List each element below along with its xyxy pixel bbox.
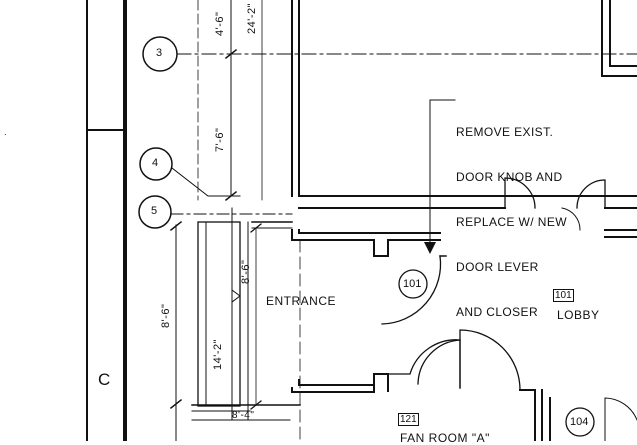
note-line: DOOR KNOB AND	[456, 170, 563, 184]
door-tag-101: 101	[403, 278, 422, 290]
entrance-vestibule	[197, 221, 241, 407]
door-101-bubble	[398, 269, 428, 299]
lobby-lower-wall	[291, 373, 389, 393]
grid-label-4: 4	[152, 157, 159, 169]
door-swing-north-mid	[561, 207, 581, 231]
dim-tick-2	[224, 190, 238, 202]
note-line: REMOVE EXIST.	[456, 125, 554, 139]
dimension-8-6: 8'-6"	[240, 259, 252, 284]
room-label-lobby: LOBBY	[557, 308, 600, 322]
dimension-8-4: 8'-4"	[232, 410, 255, 421]
remove-door-knob-note: REMOVE EXIST. DOOR KNOB AND REPLACE W/ N…	[456, 95, 567, 335]
lobby-west-wall-outer	[291, 229, 441, 257]
dimension-4-6: 4'-6"	[214, 11, 226, 36]
dimension-14-2: 14'-2"	[212, 338, 224, 370]
door-104-swing	[604, 397, 637, 441]
door-swing-south-a	[417, 339, 461, 389]
stray-mark: .	[4, 127, 7, 137]
dim-tick-left-1	[169, 220, 183, 232]
grid-label-5: 5	[151, 205, 158, 217]
lobby-lower-wall-2	[298, 379, 375, 386]
dimension-7-6: 7'-6"	[214, 127, 226, 152]
room-number-fan-room: 121	[398, 413, 419, 426]
room-number-lobby: 101	[553, 289, 574, 302]
door-swing-south-left	[387, 339, 461, 375]
note-line: DOOR LEVER	[456, 260, 539, 274]
room-label-fan-room: FAN ROOM "A"	[400, 431, 490, 445]
dim-tick-left-2	[169, 398, 183, 410]
note-leader-arrow	[424, 242, 436, 254]
door-swing-south-b	[459, 329, 521, 391]
dim-tick-right-1	[250, 223, 262, 233]
grid-label-c: C	[98, 370, 111, 389]
note-leader	[429, 99, 456, 249]
dimension-8-8: 8'-6"	[160, 303, 172, 328]
door-104-bubble	[565, 407, 595, 437]
door-tag-104: 104	[570, 416, 589, 428]
dim-tick-1	[224, 48, 238, 60]
grid-label-3: 3	[156, 47, 163, 59]
room-label-entrance: ENTRANCE	[266, 294, 337, 308]
dim-tick-right-2	[250, 400, 262, 410]
door-101-swing	[381, 255, 442, 325]
note-line: REPLACE W/ NEW	[456, 215, 567, 229]
door-swing-north-right	[576, 179, 606, 209]
dimension-24-2: 24'-2"	[246, 2, 258, 34]
entrance-door-mark	[231, 289, 241, 303]
door-swing-north-left	[504, 177, 536, 209]
grid-bubble-4	[139, 147, 173, 181]
lobby-west-wall-inner	[298, 229, 441, 234]
grid-line-4	[171, 167, 241, 197]
grid-bubble-5	[138, 195, 172, 229]
note-line: AND CLOSER	[456, 305, 539, 319]
